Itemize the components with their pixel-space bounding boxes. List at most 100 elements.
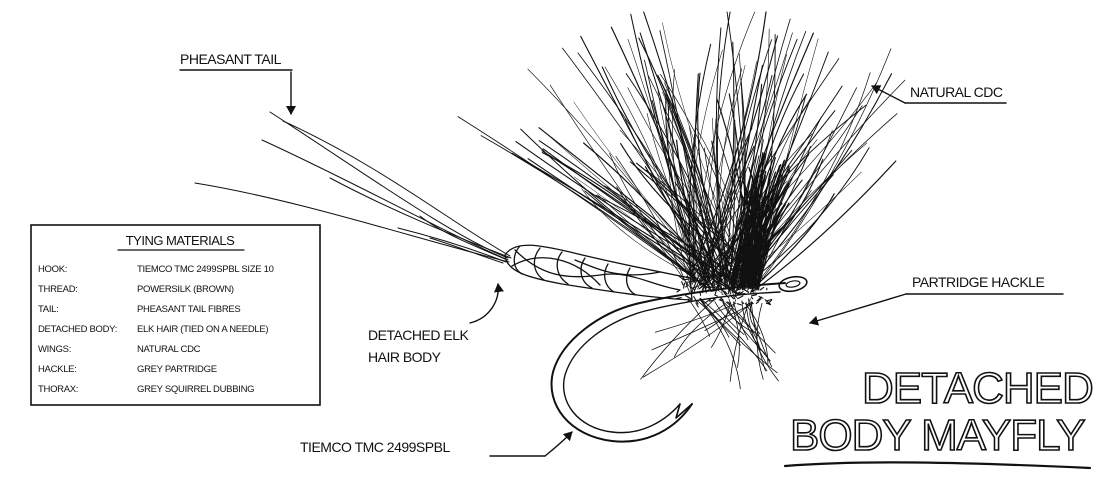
hackle-fibre <box>689 300 711 337</box>
cdc-fibre <box>689 11 767 277</box>
tying-materials-box: TYING MATERIALS HOOK:TIEMCO TMC 2499SPBL… <box>30 224 321 406</box>
callout-hook: TIEMCO TMC 2499SPBL <box>300 431 573 457</box>
cdc-fibre <box>615 156 691 294</box>
cdc-core-fibre <box>749 215 762 291</box>
hackle-fibre <box>702 300 768 372</box>
thorax-dubbing <box>757 298 762 302</box>
thorax-dubbing <box>699 291 702 296</box>
cdc-fibre <box>715 27 729 281</box>
thorax-dubbing <box>682 282 686 289</box>
cdc-fibre <box>625 73 737 295</box>
cdc-fibre <box>718 68 743 296</box>
hackle-fibre <box>728 298 740 368</box>
materials-rows: HOOK:TIEMCO TMC 2499SPBL SIZE 10THREAD:P… <box>38 264 274 395</box>
thorax-dubbing <box>724 290 728 295</box>
pheasant-tail-fibres <box>194 111 512 264</box>
hackle-fibre <box>640 299 715 380</box>
hook <box>550 275 808 443</box>
callout-pheasant-tail: PHEASANT TAIL <box>179 51 296 115</box>
material-value: ELK HAIR (TIED ON A NEEDLE) <box>137 324 268 335</box>
thorax-dubbing <box>765 298 773 302</box>
cdc-fibre <box>689 126 697 282</box>
thorax-dubbing <box>711 297 716 300</box>
hackle-fibre <box>749 301 761 335</box>
thorax-dubbing <box>758 295 764 299</box>
cdc-core-fibre <box>756 212 781 285</box>
thorax-dubbing <box>767 299 772 305</box>
thorax-dubbing <box>681 281 684 286</box>
material-value: TIEMCO TMC 2499SPBL SIZE 10 <box>137 264 274 275</box>
cdc-fibre <box>690 35 779 294</box>
thorax-dubbing <box>732 294 738 298</box>
hackle-fibre <box>642 303 752 378</box>
callout-natural-cdc: NATURAL CDC <box>871 84 1007 104</box>
thorax-dubbing <box>737 295 744 300</box>
hackle-fibre <box>744 302 769 366</box>
thorax-dubbing <box>750 296 754 300</box>
cdc-fibre <box>667 100 691 286</box>
cdc-fibre <box>646 112 708 279</box>
thorax-dubbing <box>736 303 742 306</box>
title-line2: BODY MAYFLY <box>790 411 1085 460</box>
thorax-dubbing <box>741 301 745 304</box>
cdc-core-fibre <box>734 150 773 287</box>
cdc-fibre <box>549 84 691 288</box>
cdc-fibre <box>755 48 892 289</box>
cdc-core-fibre <box>752 165 790 284</box>
hackle-fibre <box>673 303 726 358</box>
thorax-dubbing <box>755 301 759 304</box>
title-block: DETACHED BODY MAYFLY <box>783 363 1095 470</box>
thorax-dubbing <box>687 298 690 302</box>
arrow-partridge-hackle <box>809 293 907 326</box>
material-label: DETACHED BODY: <box>38 324 117 335</box>
thorax-dubbing <box>675 296 682 300</box>
label-natural-cdc: NATURAL CDC <box>910 84 1003 100</box>
thorax-dubbing <box>686 299 692 303</box>
hackle-fibre <box>651 303 754 351</box>
cdc-fibre <box>527 68 710 289</box>
cdc-fibre <box>672 69 694 281</box>
cdc-core-fibre <box>740 170 767 289</box>
cdc-fibre <box>716 11 731 277</box>
cdc-fibre <box>701 145 755 294</box>
title-underline <box>783 461 1092 470</box>
arrow-natural-cdc <box>871 85 906 104</box>
hackle-fibre <box>714 301 745 335</box>
hackle-fibre <box>745 302 779 382</box>
label-detached-elk-line2: HAIR BODY <box>368 349 442 365</box>
detached-body <box>504 244 693 301</box>
cdc-fibre <box>692 58 840 279</box>
callout-partridge-hackle: PARTRIDGE HACKLE <box>809 274 1064 326</box>
material-label: HOOK: <box>38 264 67 275</box>
cdc-core-fibre <box>748 166 763 290</box>
cdc-fibre <box>690 11 756 277</box>
cdc-core-fibre <box>746 156 776 287</box>
hackle-fibre <box>747 298 773 368</box>
fly-illustration <box>194 11 906 443</box>
cdc-core-fibre <box>750 160 785 287</box>
cdc-fibre <box>574 176 724 296</box>
thorax-dubbing <box>693 296 696 301</box>
callout-detached-elk: DETACHED ELK HAIR BODY <box>368 283 504 365</box>
cdc-fibre <box>624 118 720 290</box>
thorax-dubbing <box>710 290 716 292</box>
cdc-fibre <box>630 13 707 293</box>
cdc-fibre <box>619 129 727 278</box>
material-value: NATURAL CDC <box>137 344 201 355</box>
cdc-fibre <box>457 116 696 280</box>
cdc-fibre <box>480 135 708 288</box>
thorax-dubbing <box>729 294 735 300</box>
cdc-wing <box>457 11 906 296</box>
thorax-dubbing <box>694 299 699 305</box>
material-label: TAIL: <box>38 304 59 315</box>
material-value: PHEASANT TAIL FIBRES <box>137 304 240 315</box>
cdc-fibre <box>580 35 712 285</box>
material-value: GREY SQUIRREL DUBBING <box>137 384 254 395</box>
cdc-fibre <box>720 127 753 291</box>
cdc-fibre <box>687 169 710 289</box>
cdc-core-fibre <box>733 223 776 285</box>
hackle-fibre <box>722 302 766 355</box>
material-label: THORAX: <box>38 384 78 395</box>
label-pheasant-tail: PHEASANT TAIL <box>180 51 282 67</box>
